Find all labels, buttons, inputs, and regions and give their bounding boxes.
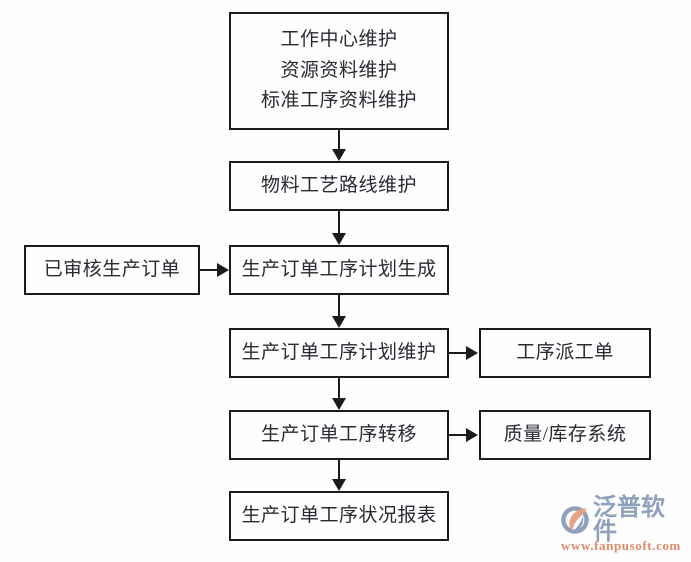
watermark-brand-text: 泛普软件 <box>593 493 665 545</box>
connector-material-to-generate-arrow <box>332 233 346 245</box>
node-dispatch-order-label: 工序派工单 <box>516 341 614 363</box>
node-basic-data-line-2: 资源资料维护 <box>280 59 398 81</box>
node-material-route[interactable]: 物料工艺路线维护 <box>229 161 449 211</box>
node-status-report-label: 生产订单工序状况报表 <box>241 504 437 526</box>
node-plan-maintain-label: 生产订单工序计划维护 <box>241 341 437 363</box>
connector-basic-to-material-arrow <box>332 149 346 161</box>
connector-generate-to-maintain-line <box>338 295 340 318</box>
node-basic-data-line-3: 标准工序资料维护 <box>260 90 417 112</box>
watermark-logo-row: 泛普软件 <box>560 495 688 543</box>
node-process-transfer-label: 生产订单工序转移 <box>260 423 417 445</box>
connector-maintain-to-transfer-arrow <box>332 398 346 410</box>
connector-transfer-to-quality-arrow <box>466 428 478 442</box>
watermark-url-text: www.fanpusoft.com <box>561 538 681 553</box>
connector-generate-to-maintain-arrow <box>332 316 346 328</box>
connector-approved-to-generate-arrow <box>217 263 229 277</box>
connector-material-to-generate-line <box>338 211 340 235</box>
node-quality-inventory[interactable]: 质量/库存系统 <box>479 410 651 460</box>
node-approved-order-label: 已审核生产订单 <box>43 258 181 280</box>
node-status-report[interactable]: 生产订单工序状况报表 <box>229 491 449 541</box>
node-plan-generate-label: 生产订单工序计划生成 <box>241 258 437 280</box>
node-approved-order[interactable]: 已审核生产订单 <box>24 245 200 295</box>
connector-maintain-to-transfer-line <box>338 378 340 400</box>
connector-maintain-to-dispatch-line <box>449 352 468 354</box>
connector-approved-to-generate-line <box>200 269 219 271</box>
node-quality-inventory-label: 质量/库存系统 <box>503 423 627 445</box>
connector-transfer-to-report-line <box>338 460 340 481</box>
connector-transfer-to-quality-line <box>449 434 468 436</box>
connector-maintain-to-dispatch-arrow <box>466 346 478 360</box>
connector-transfer-to-report-arrow <box>332 479 346 491</box>
node-basic-data[interactable]: 工作中心维护 资源资料维护 标准工序资料维护 <box>229 12 449 130</box>
node-dispatch-order[interactable]: 工序派工单 <box>479 328 651 378</box>
node-process-transfer[interactable]: 生产订单工序转移 <box>229 410 449 460</box>
node-material-route-label: 物料工艺路线维护 <box>260 174 417 196</box>
watermark-logo: 泛普软件 www.fanpusoft.com <box>560 495 688 557</box>
node-plan-generate[interactable]: 生产订单工序计划生成 <box>229 245 449 295</box>
node-plan-maintain[interactable]: 生产订单工序计划维护 <box>229 328 449 378</box>
fanpu-logo-icon <box>560 505 590 535</box>
connector-basic-to-material-line <box>338 130 340 151</box>
node-basic-data-line-1: 工作中心维护 <box>280 28 398 50</box>
